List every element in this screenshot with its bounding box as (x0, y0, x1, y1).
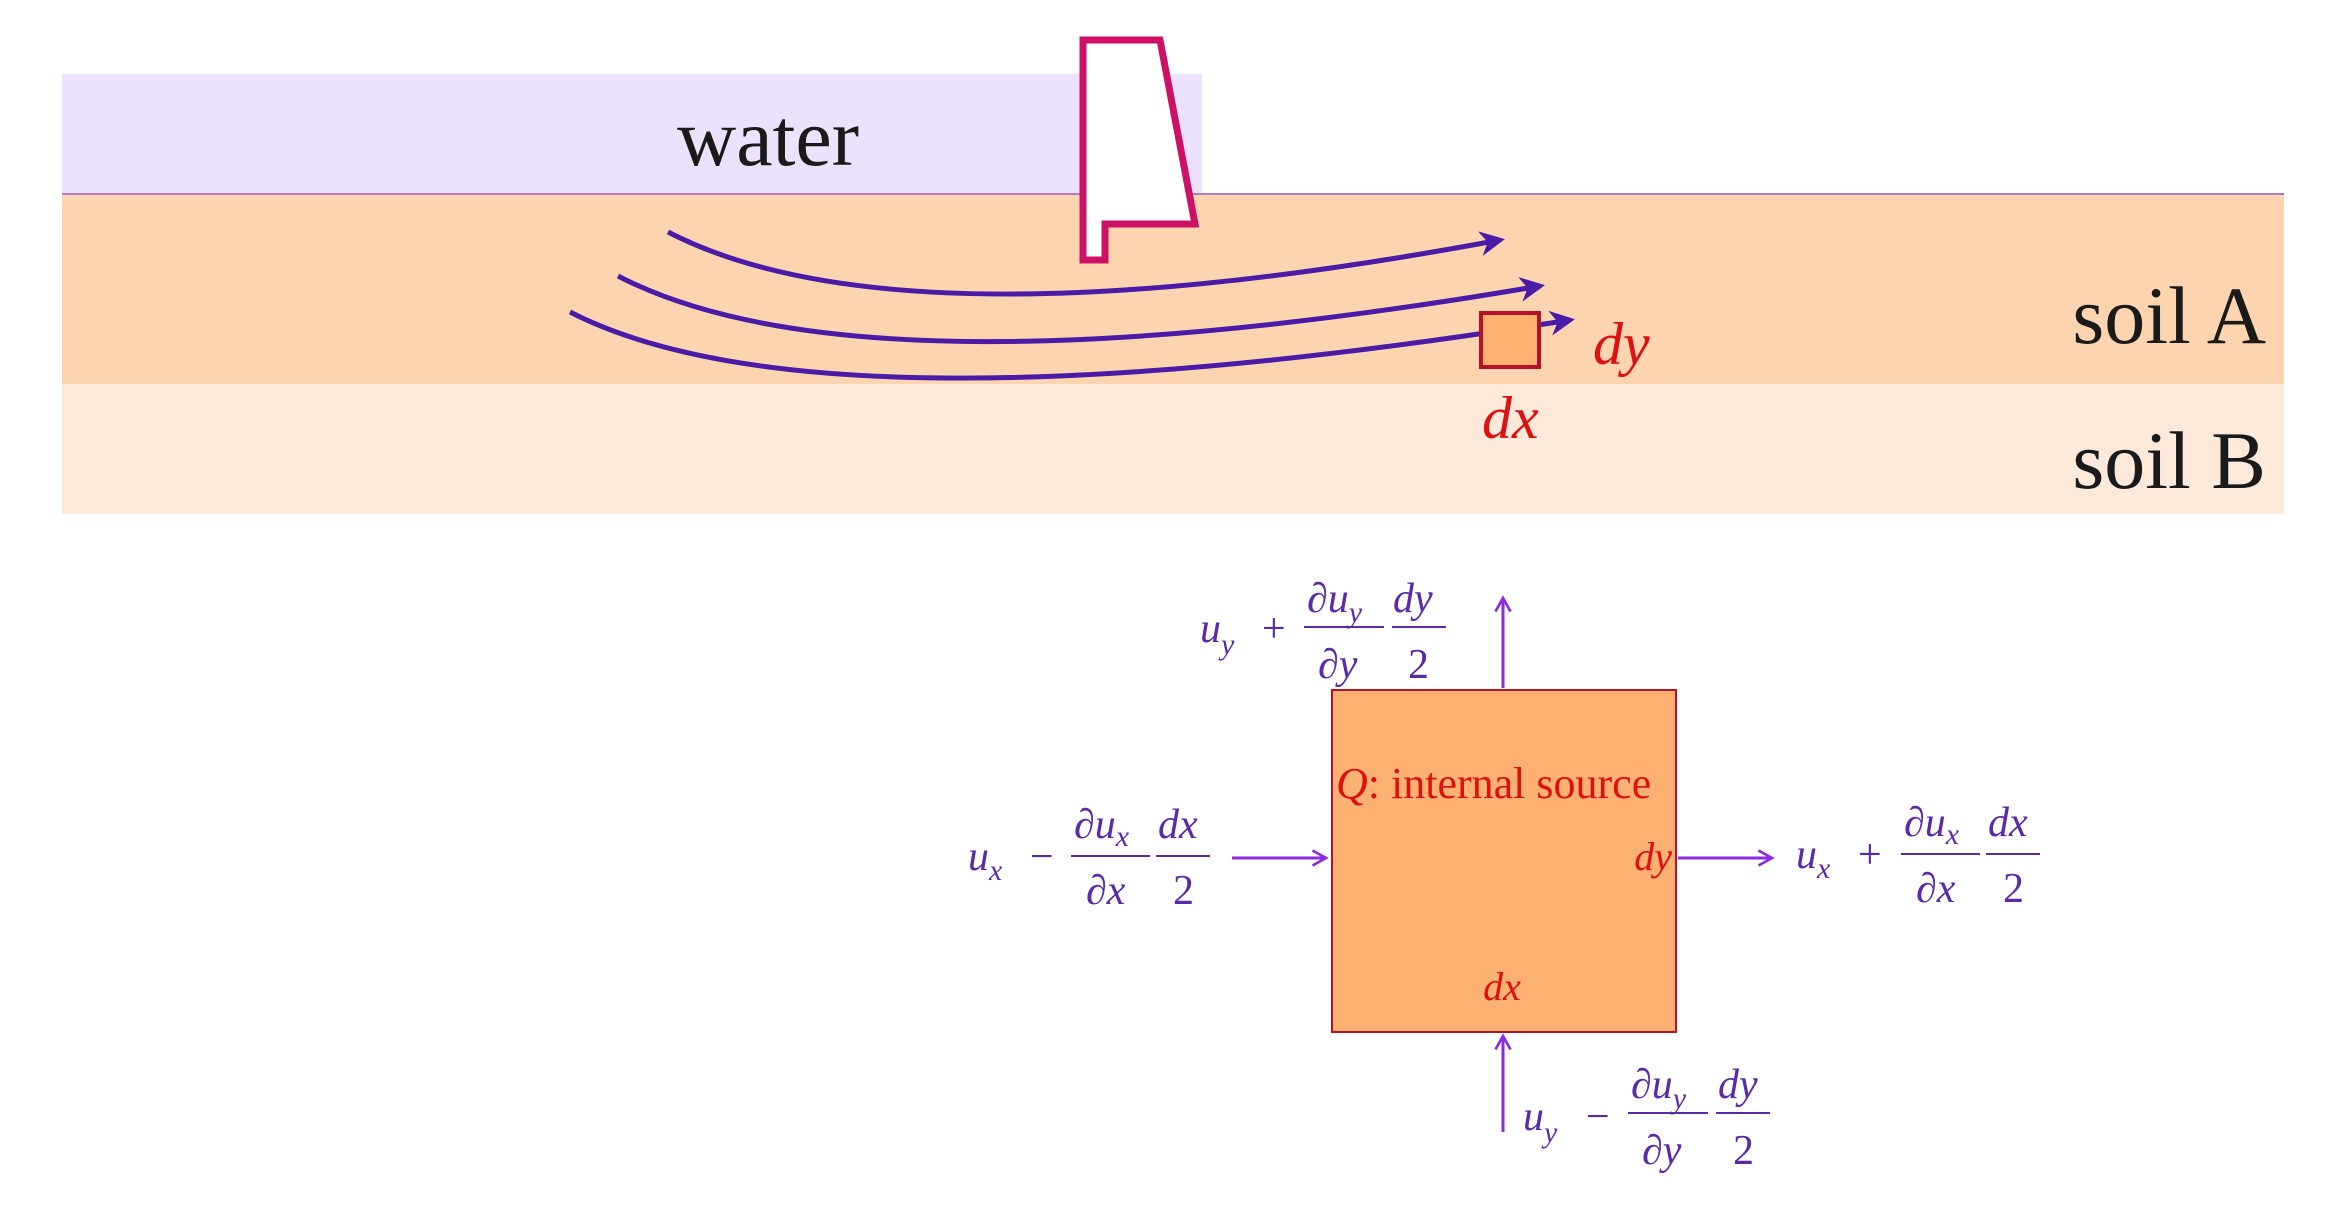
small-dy-label: dy (1593, 311, 1650, 377)
water-label: water (677, 92, 859, 183)
flux-left-dnum: ∂ux (1074, 802, 1130, 853)
element-dx-label: dx (1483, 964, 1521, 1009)
flux-bottom-fnum: dy (1718, 1062, 1758, 1108)
flux-left-fnum: dx (1158, 802, 1198, 848)
flux-bottom-fden: 2 (1733, 1128, 1754, 1174)
soil-b-layer (62, 384, 2284, 514)
cross-section: water soil A soil B dy dx (62, 36, 2284, 514)
element-box (1331, 689, 1677, 1033)
flux-bottom-dden: ∂y (1642, 1128, 1682, 1174)
small-element (1479, 311, 1541, 369)
flux-bottom: uy − ∂uy ∂y dy 2 (1523, 1062, 1770, 1174)
flux-top-op: + (1262, 606, 1286, 652)
flux-right-op: + (1858, 832, 1882, 878)
small-dx-label: dx (1482, 385, 1539, 451)
flux-bottom-u: uy (1523, 1094, 1558, 1149)
source-symbol: Q (1336, 759, 1368, 808)
flux-top: uy + ∂uy ∂y dy 2 (1200, 576, 1446, 688)
flux-top-fnum: dy (1393, 576, 1433, 622)
flux-left-u: ux (968, 834, 1003, 887)
flow-line-1 (666, 229, 1505, 297)
soil-a-label: soil A (2072, 270, 2266, 361)
flux-right-fden: 2 (2003, 866, 2024, 912)
flux-top-dnum: ∂uy (1307, 576, 1363, 629)
element-dy-label: dy (1634, 834, 1672, 879)
flux-top-dden: ∂y (1318, 642, 1358, 688)
flux-bottom-op: − (1586, 1094, 1610, 1140)
water-layer (62, 74, 1202, 194)
flux-right-u: ux (1796, 832, 1831, 885)
flux-left-fden: 2 (1173, 868, 1194, 914)
source-label: Q: internal source (1336, 759, 1651, 808)
flux-right: ux + ∂ux ∂x dx 2 (1796, 800, 2040, 912)
flux-left-dden: ∂x (1086, 868, 1126, 914)
source-text: : internal source (1368, 759, 1651, 808)
flux-left-op: − (1030, 834, 1054, 880)
flow-line-3 (568, 309, 1575, 381)
control-volume: Q: internal source dy dx (1232, 595, 1775, 1132)
soil-b-label: soil B (2072, 415, 2266, 506)
flux-right-dnum: ∂ux (1904, 800, 1960, 851)
flux-top-u: uy (1200, 606, 1235, 661)
flow-line-2 (616, 273, 1545, 345)
flux-bottom-dnum: ∂uy (1631, 1062, 1687, 1115)
flux-left: ux − ∂ux ∂x dx 2 (968, 802, 1210, 914)
flux-top-fden: 2 (1408, 642, 1429, 688)
dam (1079, 36, 1200, 264)
flux-right-fnum: dx (1988, 800, 2028, 846)
flux-right-dden: ∂x (1916, 866, 1956, 912)
